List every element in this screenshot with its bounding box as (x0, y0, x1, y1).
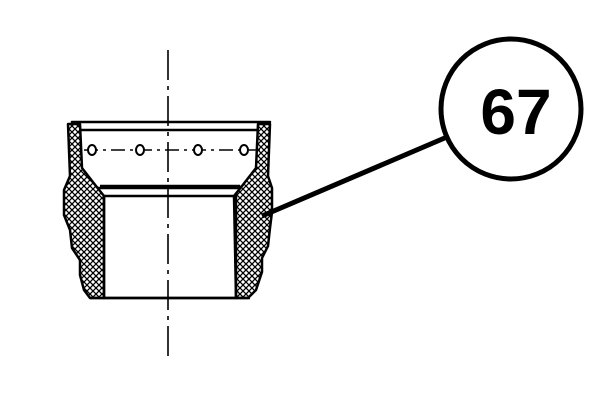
hole-3 (193, 144, 203, 156)
callout-number: 67 (480, 76, 551, 148)
leader-line (261, 134, 448, 219)
hole-2 (135, 144, 145, 156)
callout-circle (438, 36, 584, 182)
hole-1 (87, 144, 97, 156)
gasket-right (232, 122, 274, 300)
sleeve-part (62, 120, 274, 300)
hole-4 (239, 144, 249, 156)
gasket-left (62, 122, 106, 300)
inner-bore (102, 194, 238, 300)
sleeve-top-outline (70, 120, 272, 190)
holes (87, 144, 249, 156)
